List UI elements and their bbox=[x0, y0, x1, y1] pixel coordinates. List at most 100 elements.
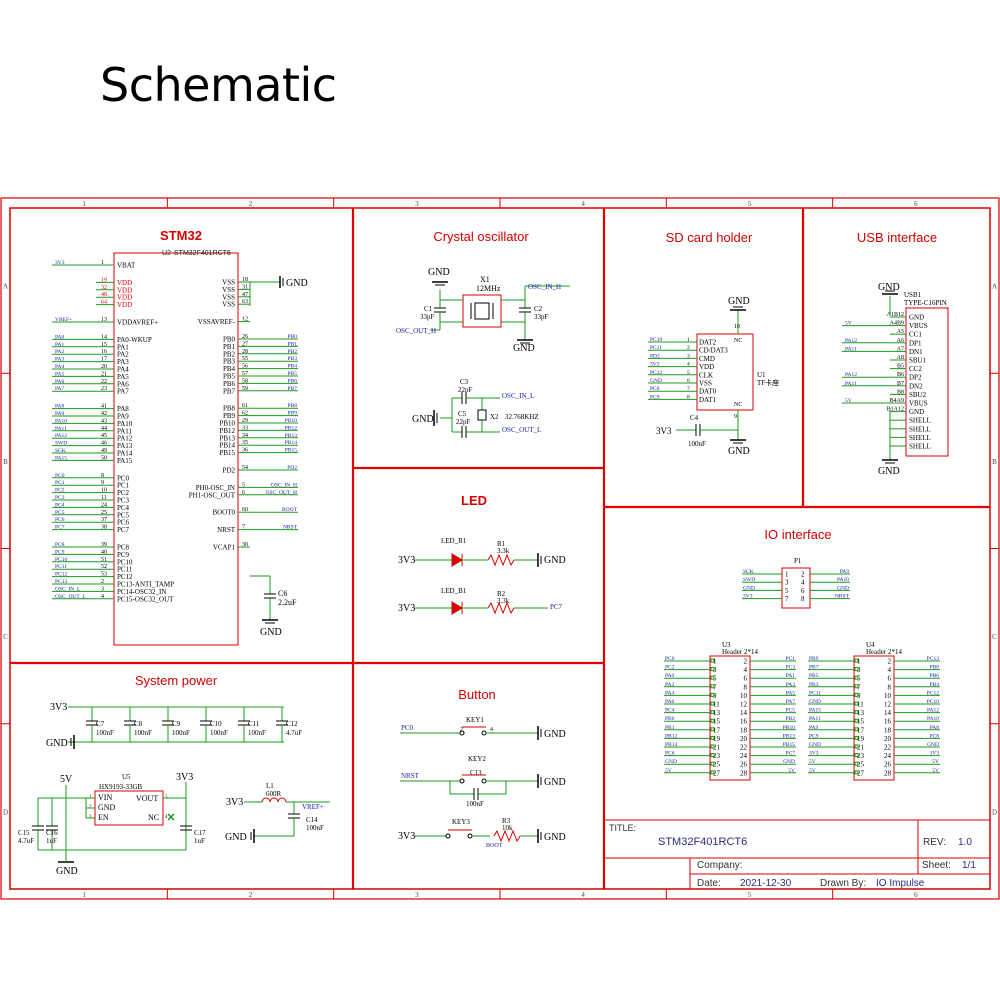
stm32-net-label: PA9 bbox=[55, 411, 65, 417]
stm32-pin-number: 28 bbox=[242, 349, 248, 355]
sd-ref: U1 bbox=[757, 371, 766, 379]
u4-pin-number: 23 bbox=[857, 752, 865, 760]
usb-pin-number: A5 bbox=[897, 329, 904, 335]
stm32-pin-name: VDD bbox=[117, 294, 132, 302]
stm32-pin-name: VSS bbox=[222, 301, 235, 309]
stm32-pin-number: 33 bbox=[242, 425, 248, 431]
stm32-pin-number: 34 bbox=[242, 433, 248, 439]
usb-pin-number: B6 bbox=[897, 372, 904, 378]
stm32-pin-name: PC9 bbox=[117, 551, 130, 559]
usb-pin-name: DP1 bbox=[909, 339, 922, 347]
u4-pin-number: 8 bbox=[888, 683, 892, 691]
u4-net-label: GND bbox=[809, 699, 821, 705]
power-cap-value: 4.7uF bbox=[286, 729, 302, 737]
u4-pin-marker bbox=[854, 727, 859, 732]
r1-value: 3.3k bbox=[497, 547, 510, 555]
section-title-power: System power bbox=[135, 673, 218, 688]
p1-net-label: SWD bbox=[743, 577, 755, 583]
c2-value: 33pF bbox=[534, 313, 549, 321]
stm32-net-label: PB4 bbox=[288, 364, 298, 370]
stm32-pin-name: VDD bbox=[117, 301, 132, 309]
sd-pin-number: 6 bbox=[687, 378, 690, 384]
u3-pin-number: 12 bbox=[740, 701, 748, 709]
stm32-net-label: SWD bbox=[55, 441, 67, 447]
u4-net-label: 3V3 bbox=[930, 751, 940, 757]
stm32-pin-number: 35 bbox=[242, 440, 248, 446]
section-title-io: IO interface bbox=[764, 527, 831, 542]
p1-net-label: GND bbox=[837, 585, 849, 591]
usb-gnd-top: GND bbox=[878, 282, 900, 293]
sheet-value: 1/1 bbox=[962, 860, 976, 871]
usb-pin-number: A7 bbox=[897, 346, 904, 352]
usb-pin-name: CC1 bbox=[909, 331, 922, 339]
stm32-pin-number: 13 bbox=[101, 317, 107, 323]
u4-pin-number: 4 bbox=[888, 666, 892, 674]
u3-pin-marker bbox=[710, 735, 715, 740]
crystal-block: GND GND X1 12MHz C1 33pF C2 33pF OSC_IN_… bbox=[396, 267, 570, 438]
stm32-pin-name: PB0 bbox=[223, 336, 236, 344]
stm32-pin-name: VSS bbox=[222, 293, 235, 301]
p1-pin-number: 4 bbox=[801, 579, 805, 587]
u3-pin-number: 4 bbox=[744, 666, 748, 674]
u3-pin-number: 9 bbox=[713, 692, 717, 700]
u4-pin-number: 7 bbox=[857, 683, 861, 691]
u5-pin-gnd: GND bbox=[98, 803, 116, 812]
u3-net-label: PB1 bbox=[665, 725, 675, 731]
p1-net-label: PA10 bbox=[837, 577, 849, 583]
hse-circuit bbox=[430, 281, 570, 344]
u3-pin-marker bbox=[710, 710, 715, 715]
u4-ref: U4 bbox=[866, 641, 875, 649]
u4-pin-number: 27 bbox=[857, 769, 865, 777]
stm32-net-label: 3V3 bbox=[55, 260, 65, 266]
c5-ref: C5 bbox=[458, 410, 467, 418]
u3-pin-number: 19 bbox=[713, 735, 721, 743]
stm32-pin-number: 45 bbox=[101, 433, 107, 439]
stm32-pin-number: 16 bbox=[101, 349, 107, 355]
stm32-pin-name: PB9 bbox=[223, 412, 236, 420]
u5-gnd: GND bbox=[56, 866, 78, 877]
stm32-net-label: PC6 bbox=[55, 517, 65, 523]
led-b1-label: LED_B1 bbox=[441, 587, 467, 595]
key3-ref: KEY3 bbox=[452, 818, 470, 826]
stm32-net-label: PC12 bbox=[55, 572, 67, 578]
p1-net-label: PA9 bbox=[840, 569, 850, 575]
stm32-pin-name: PC1 bbox=[117, 482, 130, 490]
stm32-pin-number: 54 bbox=[242, 465, 248, 471]
border-col-label-top: 3 bbox=[415, 200, 419, 208]
u3-pin-number: 26 bbox=[740, 761, 748, 769]
c3-ref: C3 bbox=[460, 378, 469, 386]
stm32-net-label: PB9 bbox=[288, 411, 298, 417]
stm32-net-label: PC9 bbox=[55, 549, 65, 555]
u3-pin-number: 13 bbox=[713, 709, 721, 717]
c14-value: 100nF bbox=[306, 824, 324, 832]
stm32-pin-number: 10 bbox=[101, 488, 107, 494]
stm32-net-label: PB5 bbox=[288, 371, 298, 377]
usb-net-label: PA12 bbox=[845, 372, 857, 378]
u3-net-label: 5V bbox=[665, 768, 672, 774]
stm32-net-label: PC10 bbox=[55, 557, 67, 563]
power-cap-value: 100nF bbox=[96, 729, 114, 737]
u3-net-label: PC4 bbox=[665, 708, 675, 714]
u4-net-label: PB4 bbox=[930, 682, 940, 688]
u4-pin-number: 11 bbox=[857, 701, 864, 709]
stm32-pin-name: PA4 bbox=[117, 366, 129, 374]
key3-gnd: GND bbox=[544, 832, 566, 843]
stm32-pin-number: 5 bbox=[242, 482, 245, 488]
usb-pin-name: SHELL bbox=[909, 443, 931, 451]
u3-pin-number: 24 bbox=[740, 752, 748, 760]
stm32-pin-number: 47 bbox=[242, 292, 248, 298]
key2-gnd: GND bbox=[544, 777, 566, 788]
p1-net-label: NRST bbox=[835, 594, 850, 600]
usb-pin-name: SHELL bbox=[909, 417, 931, 425]
key1-net-pc0: PC0 bbox=[401, 724, 414, 732]
u3-net-label: PA0 bbox=[665, 673, 675, 679]
stm32-pin-name: VSSAVREF- bbox=[198, 318, 236, 326]
u3-net-label: PB15 bbox=[783, 742, 795, 748]
r1-ref: R1 bbox=[497, 540, 506, 548]
u4-pin-number: 25 bbox=[857, 761, 865, 769]
usb-pin-number: A8 bbox=[897, 355, 904, 361]
usb-connector-body bbox=[905, 307, 949, 457]
stm32-pin-name: VDD bbox=[117, 279, 132, 287]
u3-net-label: PC2 bbox=[665, 665, 675, 671]
stm32-pin-name: PC5 bbox=[117, 511, 130, 519]
